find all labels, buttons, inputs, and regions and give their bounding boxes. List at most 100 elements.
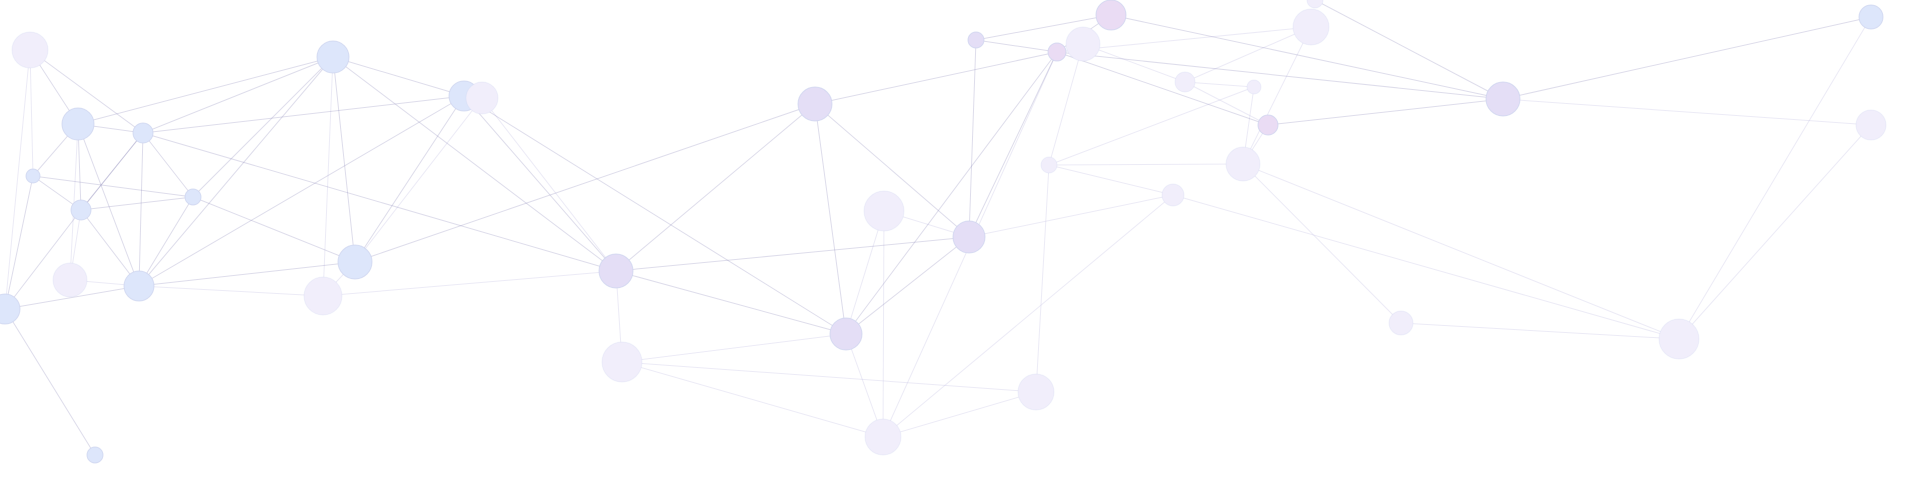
faint-network-edge bbox=[69, 123, 79, 281]
network-edge bbox=[142, 56, 334, 134]
faint-network-edge bbox=[1242, 163, 1402, 324]
network-edge bbox=[142, 132, 194, 198]
network-node bbox=[1095, 0, 1127, 31]
network-edge bbox=[1314, 0, 1504, 100]
node-layer bbox=[0, 0, 1887, 464]
network-edge bbox=[4, 308, 96, 456]
network-node bbox=[1065, 26, 1101, 62]
network-node bbox=[25, 168, 41, 184]
network-node bbox=[123, 270, 155, 302]
faint-network-edge bbox=[882, 210, 885, 438]
network-node bbox=[967, 31, 985, 49]
network-node bbox=[1257, 114, 1279, 136]
network-edge bbox=[192, 196, 356, 263]
faint-network-edge bbox=[481, 97, 617, 272]
faint-network-edge bbox=[1035, 164, 1050, 393]
network-edge bbox=[975, 14, 1112, 41]
faint-network-edge bbox=[1242, 26, 1312, 165]
faint-network-edge bbox=[1184, 81, 1255, 88]
faint-network-edge bbox=[1184, 81, 1269, 126]
network-edge bbox=[814, 103, 847, 335]
network-node bbox=[465, 81, 499, 115]
network-edge bbox=[1502, 16, 1872, 100]
network-node bbox=[1017, 373, 1055, 411]
network-edge bbox=[354, 103, 816, 263]
network-node bbox=[1246, 79, 1262, 95]
faint-network-edge bbox=[1048, 43, 1084, 166]
faint-network-edge bbox=[354, 97, 483, 263]
network-edge bbox=[138, 95, 465, 287]
faint-network-edge bbox=[968, 194, 1174, 238]
faint-network-edge bbox=[1184, 26, 1312, 83]
network-edge bbox=[463, 95, 617, 272]
network-edge bbox=[142, 95, 465, 134]
network-node bbox=[1225, 146, 1261, 182]
network-node bbox=[1040, 156, 1058, 174]
faint-network-edge bbox=[1172, 194, 1680, 340]
network-node bbox=[1174, 71, 1196, 93]
network-node bbox=[952, 220, 986, 254]
network-edge bbox=[29, 49, 144, 134]
faint-network-edge bbox=[4, 49, 31, 310]
network-node bbox=[1161, 183, 1185, 207]
network-node bbox=[0, 293, 21, 325]
faint-network-edge bbox=[882, 194, 1174, 438]
network-edge bbox=[814, 51, 1058, 105]
network-edge bbox=[615, 103, 816, 272]
network-edge bbox=[192, 56, 334, 198]
network-edge bbox=[463, 95, 847, 335]
network-edge bbox=[354, 95, 465, 263]
network-edge bbox=[968, 51, 1058, 238]
faint-network-edge bbox=[621, 361, 1037, 393]
network-edge bbox=[80, 196, 194, 211]
network-node bbox=[598, 253, 634, 289]
network-node bbox=[11, 31, 49, 69]
network-node bbox=[863, 190, 905, 232]
faint-network-edge bbox=[1678, 124, 1872, 340]
network-edge bbox=[32, 175, 194, 198]
network-node bbox=[303, 276, 343, 316]
network-edge bbox=[332, 56, 465, 97]
network-edge bbox=[332, 56, 617, 272]
network-node bbox=[1858, 4, 1884, 30]
network-node bbox=[829, 317, 863, 351]
faint-network-edge bbox=[621, 333, 847, 363]
faint-edge-layer bbox=[4, 16, 1872, 438]
network-edge bbox=[138, 261, 356, 287]
faint-network-edge bbox=[322, 270, 617, 297]
network-edge bbox=[1110, 14, 1504, 100]
faint-network-edge bbox=[1082, 43, 1186, 83]
network-edge bbox=[845, 236, 970, 335]
network-node bbox=[864, 418, 902, 456]
network-node bbox=[86, 446, 104, 464]
network-node bbox=[601, 341, 643, 383]
network-edge bbox=[1056, 51, 1269, 126]
faint-network-edge bbox=[1048, 86, 1255, 166]
faint-network-edge bbox=[1400, 322, 1680, 340]
network-node bbox=[70, 199, 92, 221]
faint-network-edge bbox=[1242, 163, 1680, 340]
network-edge bbox=[975, 39, 1058, 53]
network-node bbox=[61, 107, 95, 141]
network-edge bbox=[142, 132, 617, 272]
network-edge bbox=[4, 285, 140, 310]
network-edge bbox=[80, 132, 144, 211]
network-node bbox=[184, 188, 202, 206]
faint-network-edge bbox=[1048, 163, 1244, 166]
network-edge bbox=[968, 39, 977, 238]
network-edge bbox=[138, 196, 194, 287]
network-node bbox=[1388, 310, 1414, 336]
network-node bbox=[797, 86, 833, 122]
faint-network-edge bbox=[882, 391, 1037, 438]
network-edge bbox=[138, 132, 144, 287]
network-node bbox=[1658, 318, 1700, 360]
network-node bbox=[52, 262, 88, 298]
network-edge bbox=[4, 209, 82, 310]
faint-network-edge bbox=[138, 285, 324, 297]
network-node bbox=[1485, 81, 1521, 117]
network-edge bbox=[80, 209, 140, 287]
network-node bbox=[316, 40, 350, 74]
faint-network-edge bbox=[1502, 98, 1872, 126]
faint-network-edge bbox=[845, 333, 884, 438]
faint-network-edge bbox=[1678, 16, 1872, 340]
